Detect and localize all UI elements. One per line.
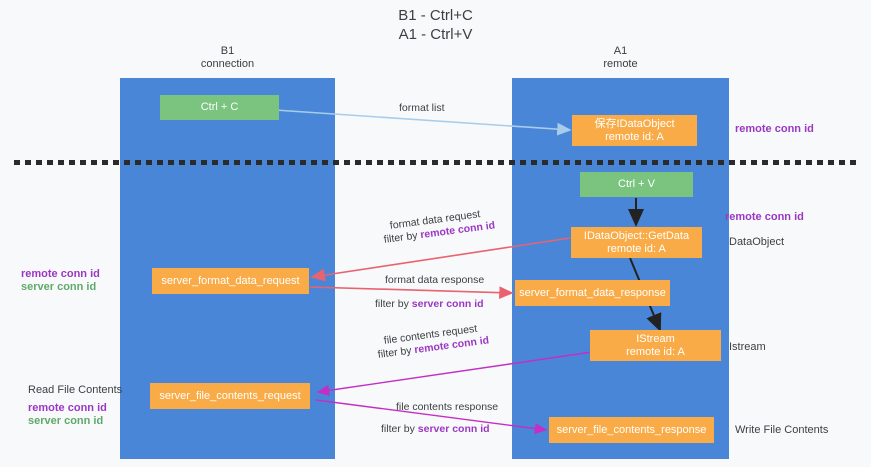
label-right-istream: Istream: [729, 341, 766, 353]
filter-prefix: filter by: [375, 298, 412, 310]
label-left-read-file-contents: Read File Contents: [28, 384, 123, 396]
label-right-dataobject: DataObject: [729, 236, 785, 248]
label-left-remote-conn-id: remote conn id: [21, 268, 100, 280]
box-server-file-contents-response[interactable]: server_file_contents_response: [549, 417, 714, 443]
label-left-server-conn-id-2: server conn id: [28, 415, 104, 427]
box-save-idataobject[interactable]: 保存IDataObject remote id: A: [572, 115, 697, 146]
box-server-format-data-request[interactable]: server_format_data_request: [152, 268, 309, 294]
annotation-format-list: format list: [399, 102, 445, 114]
arrow-format-data-response: [309, 286, 514, 300]
box-ctrl-c[interactable]: Ctrl + C: [160, 95, 279, 120]
dashed-divider: [14, 160, 857, 165]
lane-header-b1: B1 connection: [200, 45, 255, 70]
label-left-remote-conn-id-2: remote conn id: [28, 402, 107, 414]
label-right-write-file-contents: Write File Contents: [735, 424, 829, 436]
box-idataobject-getdata[interactable]: IDataObject::GetData remote id: A: [571, 227, 702, 258]
filter-prefix: filter by: [383, 229, 422, 246]
box-istream[interactable]: IStream remote id: A: [590, 330, 721, 361]
label-right-remote-conn-id-mid: remote conn id: [725, 211, 804, 223]
annotation-file-contents-response: file contents response: [396, 401, 499, 413]
filter-key-server-conn-id: server conn id: [411, 298, 484, 310]
label-right-remote-conn-id-top: remote conn id: [735, 123, 814, 135]
annotation-format-data-response-filter: filter by server conn id: [375, 297, 484, 311]
annotation-format-data-response: format data response: [385, 274, 485, 286]
annotation-file-contents-response-filter: filter by server conn id: [381, 422, 490, 436]
box-ctrl-v[interactable]: Ctrl + V: [580, 172, 693, 197]
box-server-format-data-response[interactable]: server_format_data_response: [515, 280, 670, 306]
filter-key-server-conn-id: server conn id: [417, 423, 490, 435]
filter-prefix: filter by: [377, 344, 416, 361]
label-left-server-conn-id: server conn id: [21, 281, 97, 293]
box-server-file-contents-request[interactable]: server_file_contents_request: [150, 383, 310, 409]
filter-prefix: filter by: [381, 423, 418, 435]
page-title: B1 - Ctrl+C A1 - Ctrl+V: [398, 7, 473, 43]
lane-header-a1: A1 remote: [603, 45, 638, 70]
